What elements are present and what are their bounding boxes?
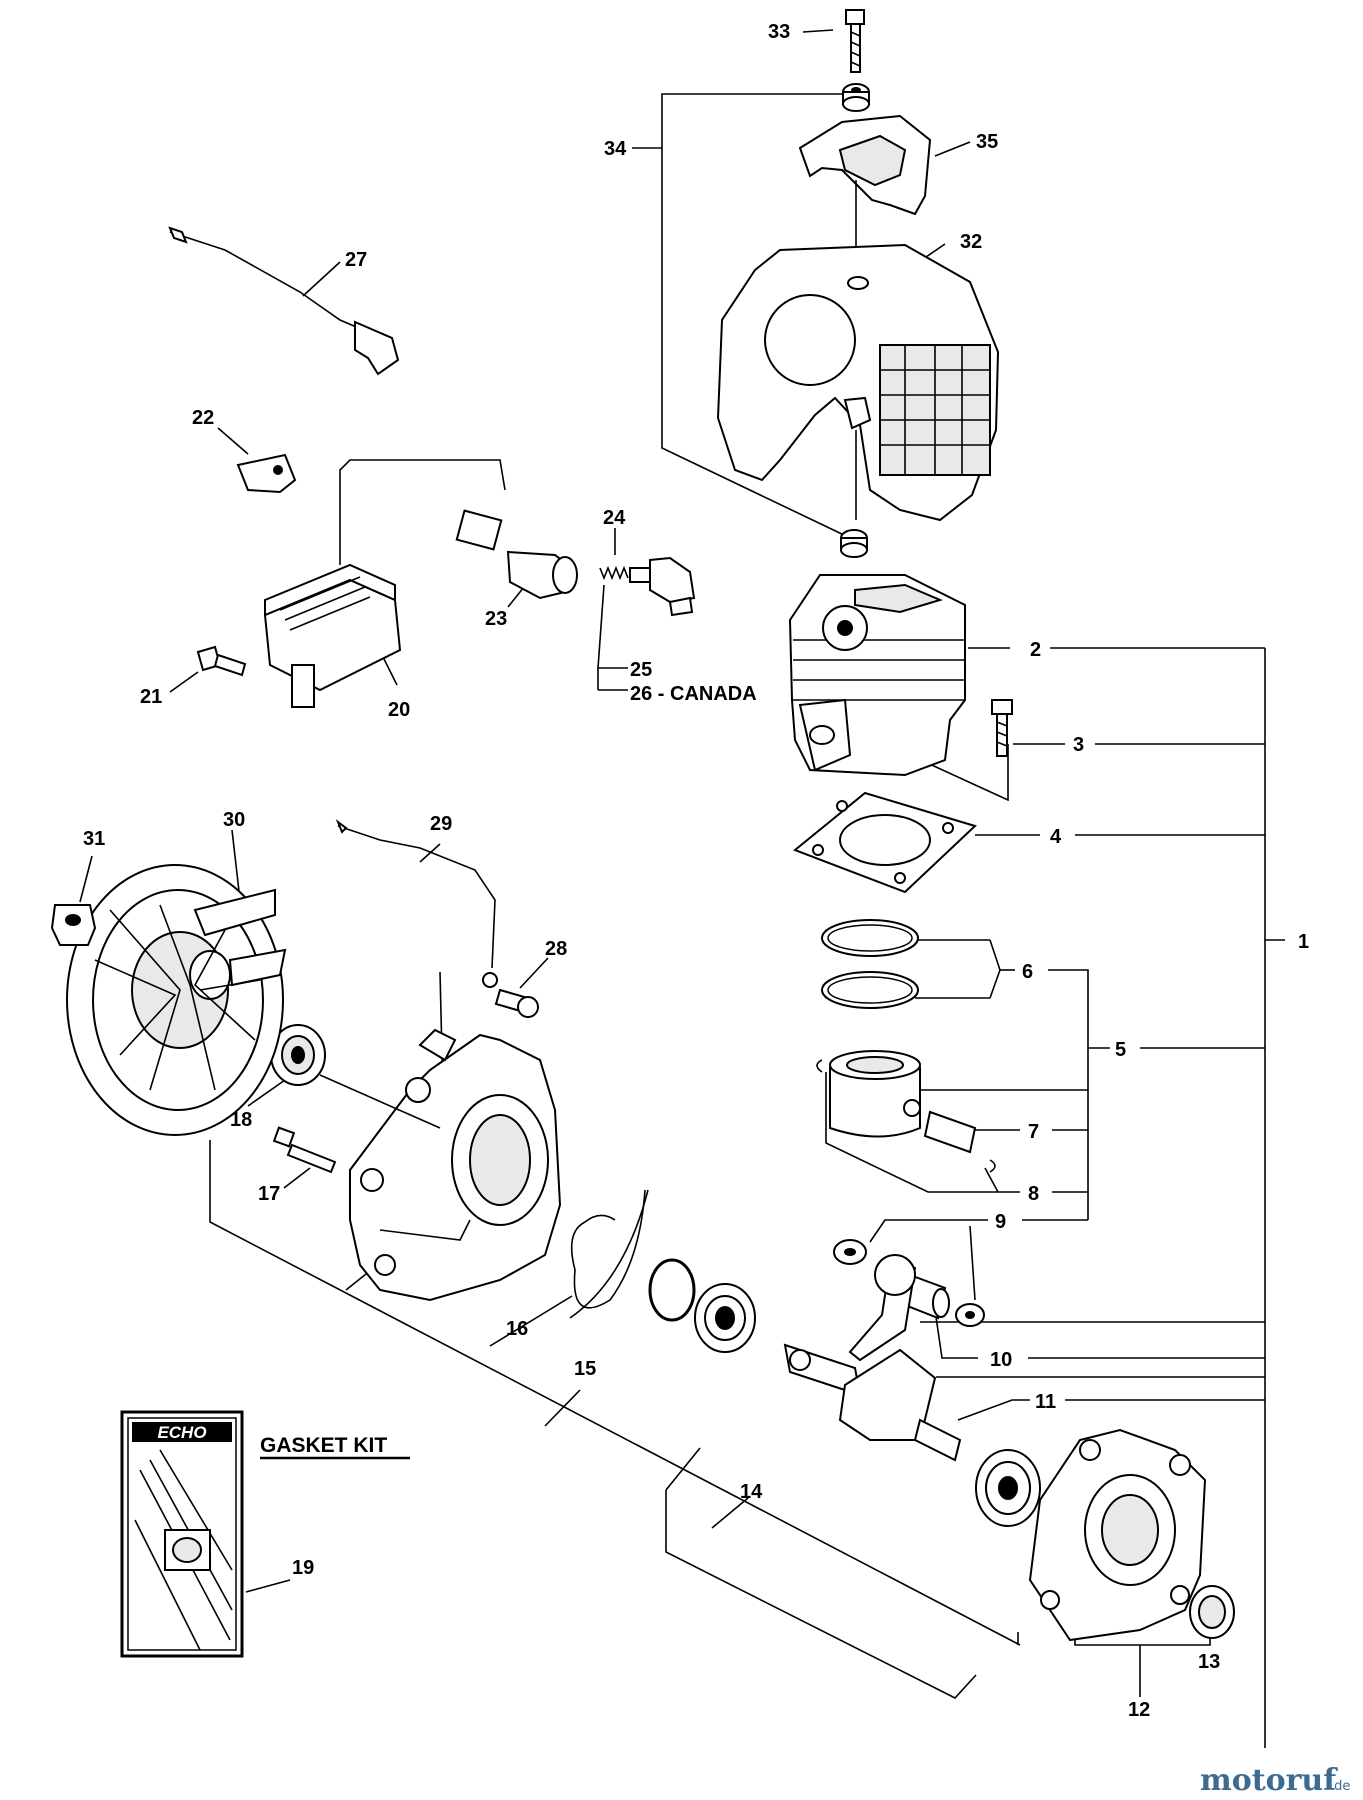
parts bbox=[50, 9, 1235, 1642]
callout-28: 28 bbox=[545, 938, 567, 960]
crankshaft-11 bbox=[783, 1254, 962, 1462]
bolt-17 bbox=[272, 1126, 337, 1174]
callout-13: 13 bbox=[1198, 1651, 1220, 1673]
bearing-10 bbox=[903, 1273, 950, 1320]
callout-16: 16 bbox=[506, 1318, 528, 1340]
echo-logo bbox=[132, 1422, 232, 1442]
bolt-28 bbox=[494, 988, 539, 1018]
nut-31 bbox=[50, 904, 97, 946]
main-bearing-14b bbox=[975, 1449, 1041, 1527]
piston-assembly bbox=[816, 1050, 996, 1173]
flywheel-30 bbox=[66, 864, 287, 1136]
callout-18: 18 bbox=[230, 1109, 252, 1131]
gasket-kit-box: ECHO GASKET KIT bbox=[120, 1410, 410, 1658]
callout-10: 10 bbox=[990, 1349, 1012, 1371]
crankcase-right-12 bbox=[1028, 1428, 1207, 1642]
grommet-top bbox=[842, 83, 870, 112]
watermark: motoruf .de bbox=[1200, 1763, 1350, 1798]
grommet-mid bbox=[840, 529, 868, 558]
main-bearing-14a bbox=[694, 1283, 756, 1353]
circlip-15 bbox=[648, 1258, 696, 1322]
callout-21: 21 bbox=[140, 686, 162, 708]
bolt-3 bbox=[991, 699, 1013, 757]
callout-35: 35 bbox=[976, 131, 998, 153]
oil-seal-13 bbox=[1189, 1585, 1235, 1639]
ignition-coil-20 bbox=[263, 459, 506, 708]
crankcase-left bbox=[349, 1028, 562, 1302]
callout-11: 11 bbox=[1035, 1391, 1056, 1413]
callout-24: 24 bbox=[603, 507, 626, 529]
callout-9: 9 bbox=[995, 1211, 1006, 1233]
plug-cap-23 bbox=[506, 550, 578, 600]
gasket-kit-title: GASKET KIT bbox=[260, 1434, 387, 1457]
bolt-33 bbox=[845, 9, 865, 73]
callout-6: 6 bbox=[1022, 961, 1033, 983]
callout-23: 23 bbox=[485, 608, 507, 630]
callout-20: 20 bbox=[388, 699, 410, 721]
cylinder-gasket-4 bbox=[793, 791, 977, 894]
engine-cover-32 bbox=[716, 243, 1000, 522]
callout-17: 17 bbox=[258, 1183, 280, 1205]
echo-logo-text: ECHO bbox=[157, 1423, 206, 1442]
callout-7: 7 bbox=[1028, 1121, 1039, 1143]
callout-30: 30 bbox=[223, 809, 245, 831]
piston-rings-6 bbox=[821, 919, 919, 1009]
callout-15: 15 bbox=[574, 1358, 596, 1380]
cover-cap-35 bbox=[798, 114, 932, 256]
callout-22: 22 bbox=[192, 407, 214, 429]
callout-4: 4 bbox=[1050, 826, 1062, 848]
callout-labels: 33 34 35 32 27 22 24 23 25 26 - CANADA 2… bbox=[83, 21, 1309, 1721]
callout-27: 27 bbox=[345, 249, 367, 271]
callout-8: 8 bbox=[1028, 1183, 1039, 1205]
callout-1: 1 bbox=[1298, 931, 1309, 953]
callout-14: 14 bbox=[740, 1481, 763, 1503]
callout-33: 33 bbox=[768, 21, 790, 43]
ground-wire-27 bbox=[168, 226, 400, 376]
spark-plug-25 bbox=[629, 556, 696, 617]
callout-34: 34 bbox=[604, 138, 627, 160]
needle-bearing-9 bbox=[833, 1239, 985, 1327]
ignition-wire-29 bbox=[335, 819, 498, 988]
callout-5: 5 bbox=[1115, 1039, 1126, 1061]
callout-19: 19 bbox=[292, 1557, 314, 1579]
watermark-suffix: .de bbox=[1330, 1779, 1350, 1794]
callout-26: 26 - CANADA bbox=[630, 683, 757, 705]
callout-29: 29 bbox=[430, 813, 452, 835]
callout-12: 12 bbox=[1128, 1699, 1150, 1721]
crankcase-gasket-16 bbox=[569, 1189, 649, 1319]
callout-2: 2 bbox=[1030, 639, 1041, 661]
callout-25: 25 bbox=[630, 659, 652, 681]
bolt-21 bbox=[196, 645, 247, 677]
oil-seal-18 bbox=[270, 1024, 441, 1129]
spring-24 bbox=[599, 565, 629, 581]
callout-31: 31 bbox=[83, 828, 105, 850]
watermark-name: motoruf bbox=[1200, 1763, 1338, 1798]
callout-3: 3 bbox=[1073, 734, 1084, 756]
clip-22 bbox=[236, 453, 297, 494]
cylinder-2 bbox=[788, 574, 966, 777]
callout-32: 32 bbox=[960, 231, 982, 253]
